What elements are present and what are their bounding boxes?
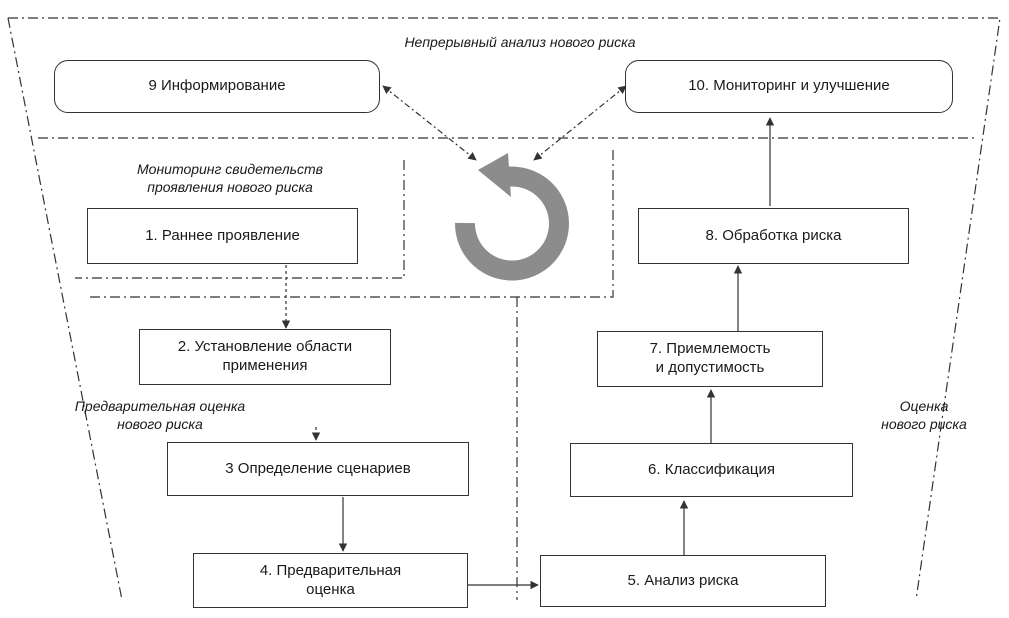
step-5-risk-analysis: 5. Анализ риска [540,555,826,607]
step-9-informing: 9 Информирование [54,60,380,113]
step-6-classification: 6. Классификация [570,443,853,497]
region-label-risk-assessment: Оценка нового риска [881,398,967,433]
step-8-risk-treatment: 8. Обработка риска [638,208,909,264]
step-7-acceptability: 7. Приемлемость и допустимость [597,331,823,387]
funnel-outline [7,17,1001,601]
arrow-10-cycle [533,85,627,161]
preliminary-region-border [90,150,614,298]
region-label-continuous-analysis: Непрерывный анализ нового риска [404,34,636,50]
step-1-early-manifestation: 1. Раннее проявление [87,208,358,264]
step-10-monitoring-improvement: 10. Мониторинг и улучшение [625,60,953,113]
arrow-9-cycle [382,85,477,161]
region-label-preliminary-assessment: Предварительная оценка нового риска [74,398,246,433]
step-2-scope: 2. Установление области применения [139,329,391,385]
step-4-preliminary-assessment: 4. Предварительная оценка [193,553,468,608]
step-3-scenarios: 3 Определение сценариев [167,442,469,496]
circular-arrow-icon [454,153,569,281]
region-label-monitoring: Мониторинг свидетельств проявления новог… [137,161,323,196]
